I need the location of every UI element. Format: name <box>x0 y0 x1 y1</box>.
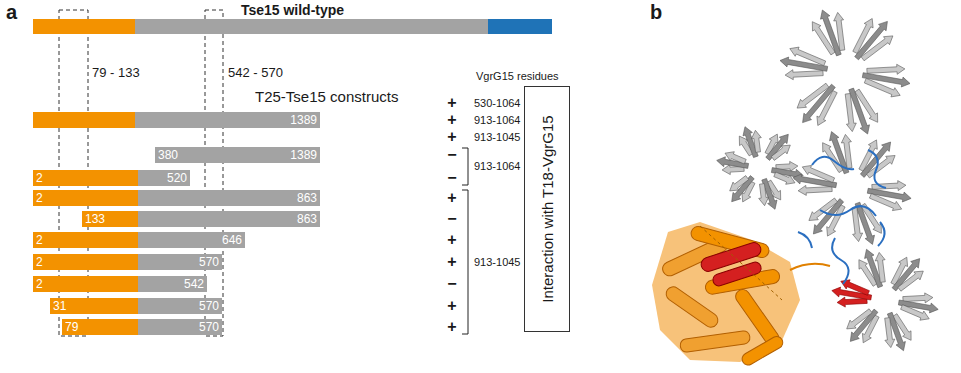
beta-strand <box>867 156 896 179</box>
beta-strand <box>867 64 905 74</box>
bracket <box>462 148 468 334</box>
construct-bar: 79 570 <box>62 319 222 335</box>
beta-strand <box>797 83 829 108</box>
interaction-sign: + <box>447 111 456 129</box>
beta-strand <box>845 94 856 132</box>
interaction-sign: + <box>447 297 456 315</box>
beta-strand <box>790 47 826 66</box>
residue-number: 2 <box>36 190 43 206</box>
construct-bar: 1389 <box>33 112 320 128</box>
beta-strand <box>802 165 834 182</box>
beta-strand <box>785 70 823 80</box>
beta-strand <box>809 198 838 221</box>
interaction-sign: + <box>447 231 456 249</box>
residue-number: 520 <box>167 170 187 186</box>
residue-number: 79 <box>65 319 78 335</box>
residue-number: 646 <box>222 232 242 248</box>
residue-number: 2 <box>36 170 43 186</box>
beta-strand <box>869 194 901 211</box>
construct-bar: 2 542 <box>33 276 207 292</box>
beta-strand <box>852 208 863 242</box>
wild-type-bar: Tse15 wild-type <box>33 19 552 34</box>
beta-strand <box>875 252 885 282</box>
interaction-sign: − <box>447 210 456 228</box>
construct-bar: 2 520 <box>33 170 190 186</box>
box-label: Interaction with T18-VgrG15 <box>539 115 556 302</box>
residue-number: 133 <box>85 211 105 227</box>
residue-number: 570 <box>199 298 219 314</box>
interaction-sign: + <box>447 128 456 146</box>
beta-strand <box>901 305 930 321</box>
residue-range: 913-1045 <box>474 256 521 268</box>
construct-bar: 2 863 <box>33 190 320 206</box>
residue-number: 1389 <box>290 112 317 128</box>
beta-strand <box>798 185 832 195</box>
construct-bar: 380 1389 <box>155 147 320 163</box>
heading: T25-Tse15 constructs <box>255 88 398 105</box>
residue-number: 542 <box>184 276 204 292</box>
residue-number: 570 <box>199 254 219 270</box>
residue-number: 2 <box>36 232 43 248</box>
residue-number: 1389 <box>290 147 317 163</box>
region-label: 79 - 133 <box>92 65 140 80</box>
interaction-sign: + <box>447 318 456 336</box>
construct-bar: 31 570 <box>50 298 222 314</box>
beta-strand <box>841 134 852 168</box>
beta-strand <box>864 78 900 97</box>
beta-strand <box>847 309 872 329</box>
interaction-box: Interaction with T18-VgrG15 <box>524 86 570 332</box>
disordered-loop <box>700 226 782 300</box>
construct-bar: 2 570 <box>33 254 222 270</box>
helix-domain <box>652 222 800 367</box>
beta-strand <box>730 176 749 191</box>
residue-number: 2 <box>36 276 43 292</box>
protein-structure <box>652 10 938 367</box>
residue-range: 913-1064 <box>474 160 521 172</box>
interaction-sign: − <box>447 169 456 187</box>
beta-strand <box>759 184 769 206</box>
residue-number: 31 <box>53 298 66 314</box>
interaction-sign: + <box>447 189 456 207</box>
residue-number: 570 <box>199 319 219 335</box>
residue-number: 380 <box>158 147 178 163</box>
beta-strand <box>725 152 746 164</box>
beta-strand <box>774 172 795 184</box>
beta-strand <box>898 271 923 291</box>
beta-strand <box>751 130 761 152</box>
linker <box>790 264 830 270</box>
residue-number: 2 <box>36 254 43 270</box>
beta-strand <box>885 318 895 348</box>
beta-strand <box>834 12 845 50</box>
beta-strand <box>771 145 790 160</box>
interaction-sign: − <box>447 275 456 293</box>
panel-letter: b <box>650 1 662 24</box>
column-header: VgrG15 residues <box>476 70 559 82</box>
beta-strand <box>861 36 893 61</box>
panel-letter: a <box>6 1 17 24</box>
construct-bar: 2 646 <box>33 232 245 248</box>
residue-range: 913-1045 <box>474 131 521 143</box>
region-label: 542 - 570 <box>228 65 283 80</box>
construct-bar: 133 863 <box>82 211 320 227</box>
residue-number: 863 <box>297 211 317 227</box>
residue-range: 913-1064 <box>474 114 521 126</box>
bar-title: Tse15 wild-type <box>33 2 552 19</box>
residue-range: 530-1064 <box>474 97 521 109</box>
interaction-sign: − <box>447 146 456 164</box>
interaction-sign: + <box>447 94 456 112</box>
residue-number: 863 <box>297 190 317 206</box>
interaction-sign: + <box>447 253 456 271</box>
